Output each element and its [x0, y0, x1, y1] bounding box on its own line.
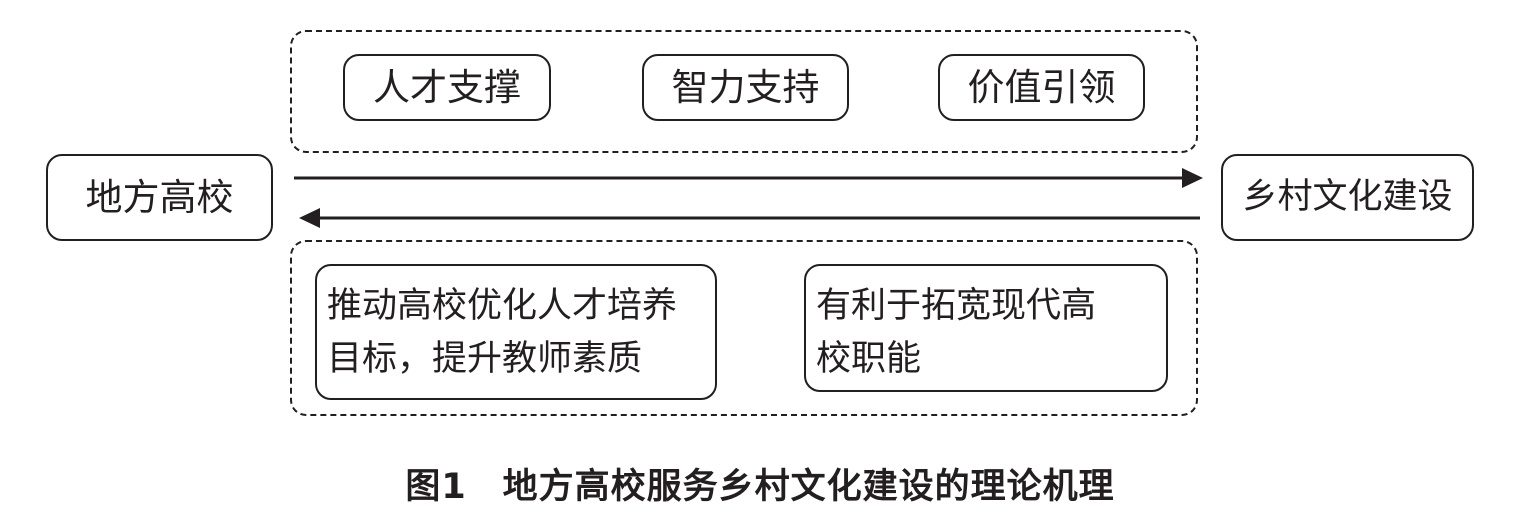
expand-functions-line1: 有利于拓宽现代高: [816, 286, 1097, 326]
top-support-group: [290, 30, 1198, 153]
bottom-benefit-group: [290, 240, 1198, 416]
optimize-talent-line2: 目标，提升教师素质: [327, 339, 643, 379]
optimize-talent-line1: 推动高校优化人才培养: [327, 286, 678, 326]
optimize-talent-box: 推动高校优化人才培养 目标，提升教师素质: [315, 264, 717, 400]
intellectual-support-box: 智力支持: [642, 54, 849, 121]
talent-support-box: 人才支撑: [343, 54, 551, 121]
expand-functions-line2: 校职能: [816, 339, 922, 379]
expand-functions-box: 有利于拓宽现代高 校职能: [804, 264, 1168, 392]
value-guidance-box: 价值引领: [938, 54, 1145, 121]
figure-caption: 图1 地方高校服务乡村文化建设的理论机理: [405, 467, 1115, 507]
backward-arrow-head: [299, 208, 320, 228]
local-university-node: 地方高校: [46, 154, 273, 241]
rural-culture-node: 乡村文化建设: [1221, 154, 1474, 241]
forward-arrow-head: [1182, 168, 1203, 188]
